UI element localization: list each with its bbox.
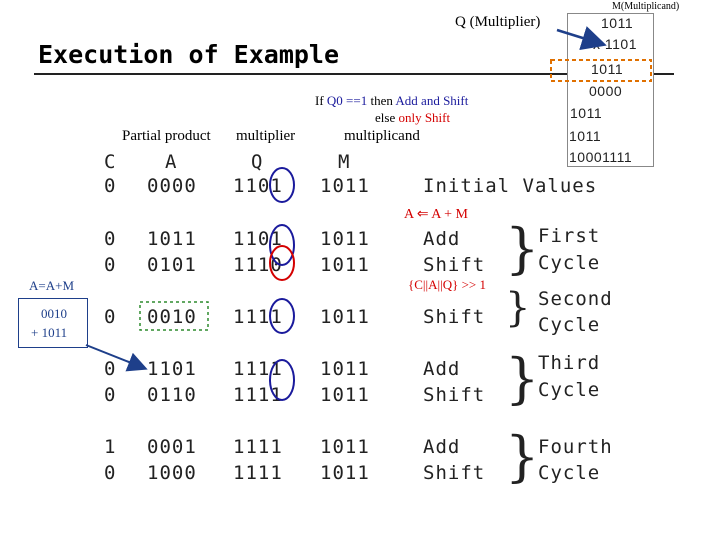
- calc-partial-3: 1011: [570, 105, 603, 121]
- rule-line-1: If Q0 ==1 then Add and Shift: [315, 93, 469, 108]
- cell-a: 0000: [147, 175, 197, 197]
- operation-label: Add: [423, 436, 461, 458]
- green-highlight-box: [139, 301, 209, 331]
- calc-partial-1: 1011: [591, 61, 624, 77]
- cell-c: 0: [104, 384, 117, 406]
- page-title: Execution of Example: [38, 40, 340, 69]
- shift-note: {C||A||Q} >> 1: [408, 277, 486, 292]
- addition-line-1: 0010: [41, 306, 67, 321]
- header-m: M: [338, 151, 351, 173]
- multiplier-label: Q (Multiplier): [455, 14, 541, 30]
- operation-label: Initial Values: [423, 175, 598, 197]
- cell-a: 1101: [147, 358, 197, 380]
- operation-label: Shift: [423, 384, 486, 406]
- label-multiplier: multiplier: [236, 128, 296, 144]
- cell-a: 0101: [147, 254, 197, 276]
- header-c: C: [104, 151, 117, 173]
- addition-note-box: 0010 + 1011: [18, 298, 88, 348]
- calc-multiplicand: 1011: [601, 15, 634, 31]
- operation-label: Shift: [423, 462, 486, 484]
- cell-m: 1011: [320, 436, 370, 458]
- cell-c: 0: [104, 228, 117, 250]
- cell-m: 1011: [320, 228, 370, 250]
- cell-a: 1000: [147, 462, 197, 484]
- title-underline: [34, 73, 674, 75]
- calc-result: 10001111: [569, 149, 633, 165]
- calc-partial-4: 1011: [569, 128, 602, 144]
- operation-label: Shift: [423, 254, 486, 276]
- cell-a: 0110: [147, 384, 197, 406]
- q0-circle-zero: [269, 245, 295, 281]
- q0-circle: [269, 359, 295, 401]
- label-multiplicand: multiplicand: [344, 128, 420, 144]
- addition-arrow: [85, 344, 148, 372]
- cycle-label: Cycle: [538, 252, 601, 274]
- operation-label: Shift: [423, 306, 486, 328]
- brace-third-cycle: }: [505, 347, 540, 410]
- q0-circle: [269, 224, 295, 266]
- cycle-label: Cycle: [538, 314, 601, 336]
- cell-m: 1011: [320, 384, 370, 406]
- cell-q: 1111: [233, 384, 283, 406]
- header-q: Q: [251, 151, 264, 173]
- cell-m: 1011: [320, 175, 370, 197]
- cell-m: 1011: [320, 462, 370, 484]
- cell-a: 1011: [147, 228, 197, 250]
- operation-label: Add: [423, 358, 461, 380]
- cell-c: 1: [104, 436, 117, 458]
- operation-label: Add: [423, 228, 461, 250]
- cycle-label: Fourth: [538, 436, 613, 458]
- label-a-plus-m: A ⇐ A + M: [404, 207, 468, 222]
- orange-highlight-box: [550, 59, 652, 82]
- cycle-label: Third: [538, 352, 601, 374]
- cell-a: 0010: [147, 306, 197, 328]
- cycle-label: Cycle: [538, 462, 601, 484]
- brace-fourth-cycle: }: [505, 425, 540, 488]
- cell-m: 1011: [320, 254, 370, 276]
- rule-line-2: else only Shift: [375, 110, 451, 125]
- cell-m: 1011: [320, 306, 370, 328]
- cell-a: 0001: [147, 436, 197, 458]
- cycle-label: Cycle: [538, 379, 601, 401]
- cycle-label: First: [538, 225, 601, 247]
- cell-c: 0: [104, 175, 117, 197]
- cell-q: 1111: [233, 462, 283, 484]
- cell-q: 1111: [233, 436, 283, 458]
- brace-second-cycle: }: [505, 285, 531, 331]
- multiplier-arrow: [556, 26, 607, 50]
- label-partial-product: Partial product: [122, 128, 211, 144]
- cell-c: 0: [104, 358, 117, 380]
- calc-partial-2: 0000: [589, 83, 623, 99]
- cell-c: 0: [104, 254, 117, 276]
- cell-c: 0: [104, 306, 117, 328]
- addition-line-2: + 1011: [31, 325, 68, 340]
- header-a: A: [165, 151, 178, 173]
- q0-circle: [269, 298, 295, 334]
- multiplicand-label: M(Multiplicand): [612, 1, 680, 12]
- cell-m: 1011: [320, 358, 370, 380]
- cell-c: 0: [104, 462, 117, 484]
- left-note: A=A+M: [29, 278, 74, 293]
- brace-first-cycle: }: [505, 217, 540, 280]
- q0-circle: [269, 167, 295, 203]
- cycle-label: Second: [538, 288, 613, 310]
